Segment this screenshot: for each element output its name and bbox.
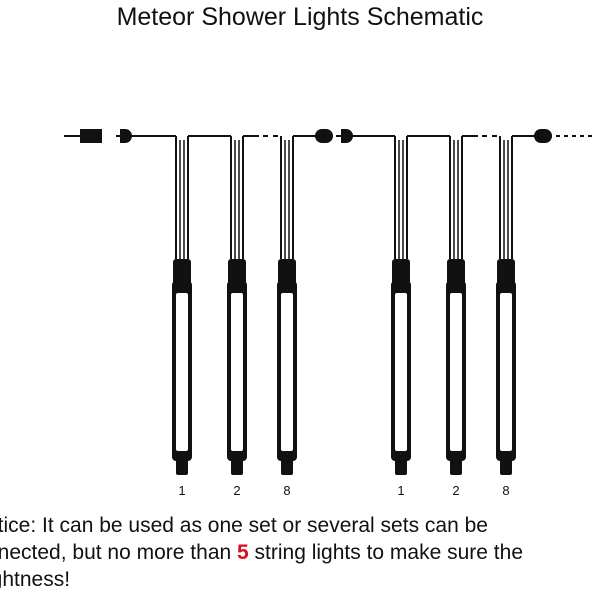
tube-label: 2 (233, 483, 240, 498)
female-plug-2 (341, 129, 353, 143)
tube-bottom-cap (450, 459, 462, 475)
tube-bottom-cap (281, 459, 293, 475)
tube-top-cap (497, 259, 515, 285)
tube-top-cap (228, 259, 246, 285)
tube-labels: 1 2 8 1 2 8 (178, 483, 509, 498)
notice-line-1: otice: It can be used as one set or seve… (0, 514, 488, 537)
male-plug-middle (315, 129, 333, 143)
tube-top-cap (173, 259, 191, 285)
female-plug-1 (120, 129, 132, 143)
tube-bottom-cap (176, 459, 188, 475)
male-plug-left (80, 129, 102, 143)
notice-text: otice: It can be used as one set or seve… (0, 512, 600, 593)
max-string-count: 5 (237, 541, 249, 564)
tube-bottom-cap (500, 459, 512, 475)
tube-glass (395, 293, 407, 451)
diagram-title: Meteor Shower Lights Schematic (116, 3, 484, 31)
notice-line-2-start: nnected, but no more than (0, 541, 238, 564)
tube-label: 8 (502, 483, 509, 498)
male-plug-end (534, 129, 552, 143)
light-tubes (172, 259, 516, 475)
tube-glass (281, 293, 293, 451)
tube-top-cap (447, 259, 465, 285)
tube-glass (231, 293, 243, 451)
tube-glass (176, 293, 188, 451)
tube-label: 2 (452, 483, 459, 498)
notice-line-2-end: string lights to make sure the (248, 541, 523, 564)
tube-label: 8 (283, 483, 290, 498)
tube-top-cap (278, 259, 296, 285)
notice-line-3: ightness! (0, 568, 71, 591)
tube-glass (450, 293, 462, 451)
tube-top-cap (392, 259, 410, 285)
wires (64, 135, 596, 259)
tube-label: 1 (178, 483, 185, 498)
notice-line-2: nnected, but no more than 5 string light… (0, 539, 600, 566)
connectors (80, 129, 552, 143)
tube-glass (500, 293, 512, 451)
tube-bottom-cap (395, 459, 407, 475)
tube-label: 1 (397, 483, 404, 498)
tube-bottom-cap (231, 459, 243, 475)
